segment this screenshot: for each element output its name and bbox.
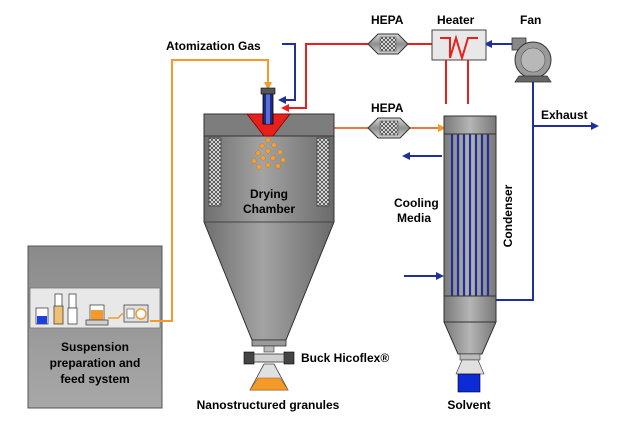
- hepa-mid-label: HEPA: [371, 101, 404, 115]
- heater-label: Heater: [437, 13, 475, 27]
- exhaust-label: Exhaust: [541, 108, 588, 122]
- drying-chamber-label-2: Chamber: [243, 202, 295, 216]
- hepa-filter-mid: [367, 117, 411, 139]
- condenser-label: Condenser: [501, 184, 515, 247]
- fan: [511, 37, 552, 83]
- hepa-top-label: HEPA: [371, 13, 404, 27]
- atomization-gas-label: Atomization Gas: [166, 39, 261, 53]
- suspension-label-2: preparation and: [50, 356, 141, 370]
- granules-collector: [249, 363, 289, 391]
- atomization-gas-blue-line: [278, 43, 296, 104]
- valve-label: Buck Hicoflex®: [301, 351, 389, 365]
- condenser-return-line: [496, 70, 534, 301]
- drying-chamber: [203, 87, 335, 341]
- cooling-media-label-1: Cooling: [394, 196, 439, 210]
- suspension-label-1: Suspension: [61, 340, 129, 354]
- drying-chamber-label-1: Drying: [250, 187, 288, 201]
- atomization-gas-line: [150, 59, 272, 322]
- hot-gas-line: [281, 43, 368, 112]
- heater: [431, 29, 487, 104]
- cooling-media-label-2: Media: [397, 211, 431, 225]
- solvent-container: [455, 353, 485, 393]
- spray-droplets: [251, 137, 286, 170]
- solvent-label: Solvent: [447, 398, 490, 412]
- condenser: [443, 115, 497, 355]
- buck-hicoflex-valve: [243, 339, 295, 365]
- suspension-feed-system: [27, 245, 163, 409]
- granules-label: Nanostructured granules: [197, 398, 340, 412]
- suspension-label-3: feed system: [60, 372, 129, 386]
- fan-label: Fan: [520, 13, 541, 27]
- hepa-filter-top: [367, 33, 409, 55]
